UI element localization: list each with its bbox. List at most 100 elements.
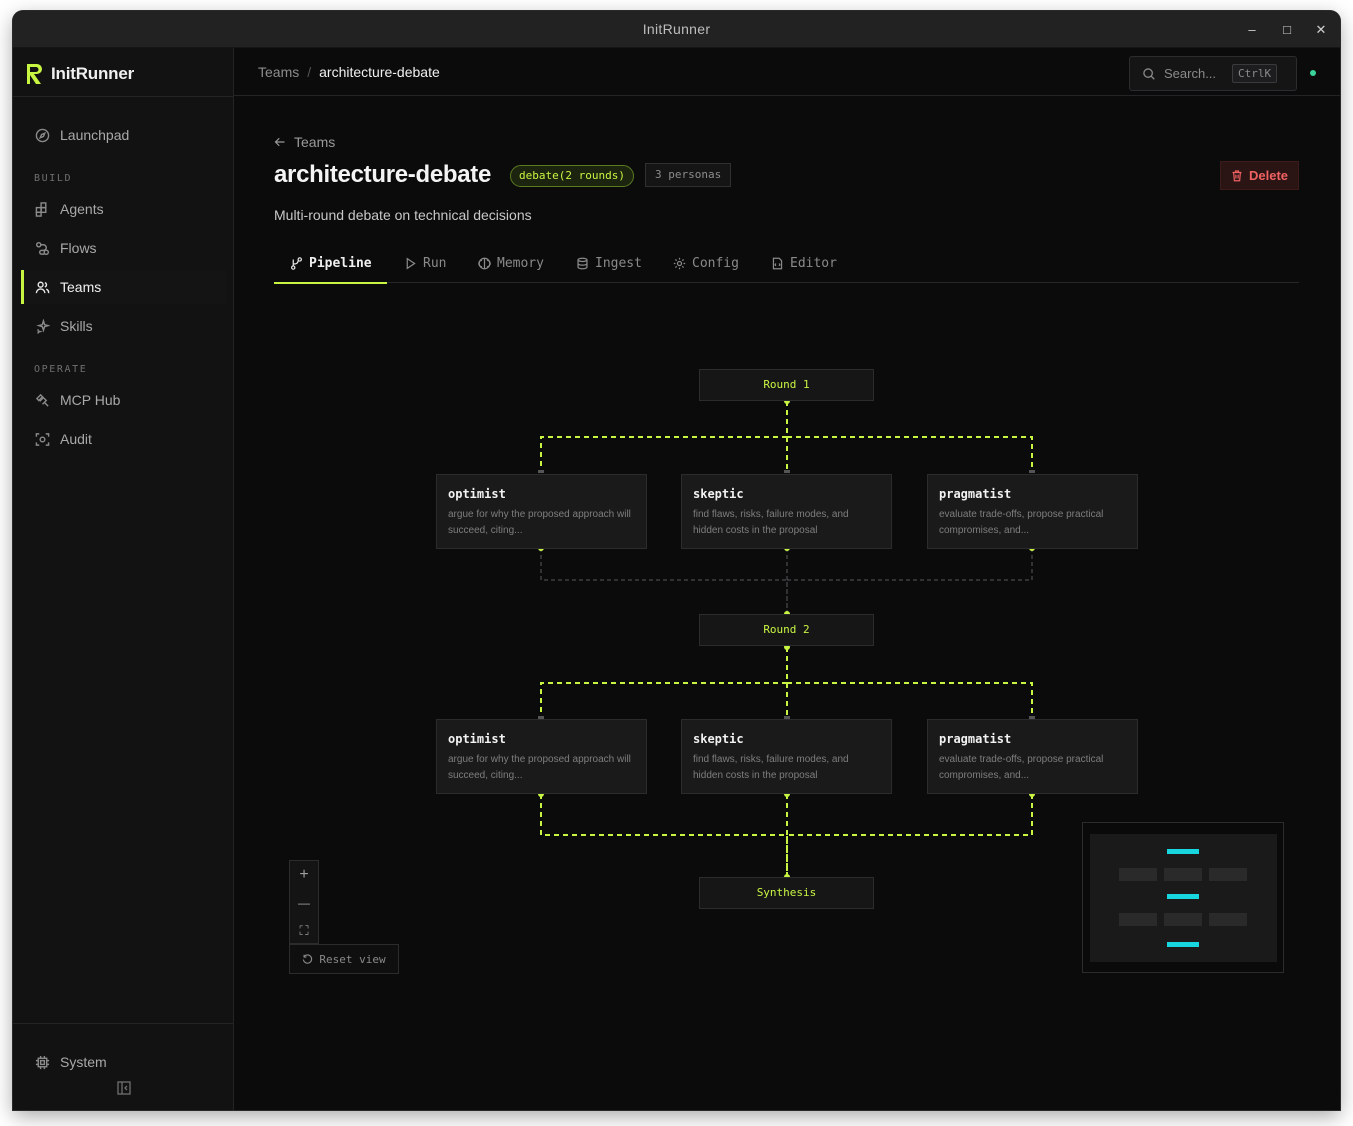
tab-label: Run bbox=[423, 256, 447, 271]
tab-run[interactable]: Run bbox=[404, 244, 446, 283]
rotate-icon bbox=[303, 953, 313, 964]
breadcrumb-parent[interactable]: Teams bbox=[258, 64, 300, 80]
teams-icon bbox=[35, 281, 50, 293]
handle-target bbox=[538, 470, 544, 473]
divider bbox=[13, 1023, 233, 1024]
edge-optimist-round2 bbox=[540, 548, 788, 614]
editor-icon bbox=[772, 257, 783, 270]
fit-view-button[interactable]: ⛶ bbox=[299, 922, 309, 938]
memory-icon bbox=[478, 257, 491, 270]
minimize-button[interactable]: – bbox=[1248, 22, 1256, 37]
minimap-round bbox=[1167, 849, 1199, 854]
tab-editor[interactable]: Editor bbox=[771, 244, 837, 283]
logo-icon bbox=[27, 64, 42, 84]
search-placeholder: Search... bbox=[1164, 66, 1217, 81]
title-bar: InitRunner – □ ✕ bbox=[13, 11, 1340, 48]
page-subtitle: Multi-round debate on technical decision… bbox=[274, 207, 532, 223]
persona-node-skeptic[interactable]: skeptic find flaws, risks, failure modes… bbox=[681, 474, 892, 549]
sidebar: InitRunner Launchpad BUILD Agents Flows … bbox=[13, 48, 234, 1110]
sidebar-item-system[interactable]: System bbox=[21, 1045, 226, 1079]
tab-memory[interactable]: Memory bbox=[478, 244, 544, 283]
persona-description: evaluate trade-offs, propose practical c… bbox=[939, 509, 1104, 536]
edge-pragmatist-round2 bbox=[786, 548, 1033, 614]
synthesis-node[interactable]: Synthesis bbox=[699, 877, 874, 909]
edge-round2-pragmatist bbox=[786, 647, 1033, 719]
personas-badge: 3 personas bbox=[645, 163, 732, 187]
sidebar-item-label: Launchpad bbox=[60, 127, 130, 143]
persona-node-pragmatist[interactable]: pragmatist evaluate trade-offs, propose … bbox=[927, 474, 1138, 549]
tab-bar: Pipeline Run Memory Ingest Config Editor bbox=[274, 244, 1299, 284]
persona-node-optimist[interactable]: optimist argue for why the proposed appr… bbox=[436, 719, 647, 794]
persona-node-skeptic[interactable]: skeptic find flaws, risks, failure modes… bbox=[681, 719, 892, 794]
pipeline-icon bbox=[291, 257, 302, 270]
persona-name: optimist bbox=[448, 732, 506, 746]
minimap-node bbox=[1119, 913, 1157, 926]
minimap-round bbox=[1167, 942, 1199, 947]
ingest-icon bbox=[577, 257, 588, 270]
minimap-viewport[interactable] bbox=[1090, 834, 1277, 962]
trash-icon bbox=[1232, 170, 1242, 182]
sidebar-item-label: Audit bbox=[60, 431, 92, 447]
sidebar-item-teams[interactable]: Teams bbox=[21, 270, 226, 304]
audit-icon bbox=[35, 432, 50, 446]
sidebar-item-launchpad[interactable]: Launchpad bbox=[21, 118, 226, 152]
sidebar-item-skills[interactable]: Skills bbox=[21, 309, 226, 343]
reset-view-button[interactable]: Reset view bbox=[289, 944, 399, 974]
persona-node-optimist[interactable]: optimist argue for why the proposed appr… bbox=[436, 474, 647, 549]
sidebar-item-flows[interactable]: Flows bbox=[21, 231, 226, 265]
breadcrumb: Teams / architecture-debate bbox=[258, 64, 440, 80]
persona-name: skeptic bbox=[693, 487, 744, 501]
edge-pragmatist-synthesis bbox=[786, 794, 1033, 877]
collapse-sidebar-icon[interactable] bbox=[116, 1080, 132, 1096]
top-bar: Teams / architecture-debate Search... Ct… bbox=[234, 48, 1340, 96]
config-icon bbox=[673, 257, 686, 270]
cpu-icon bbox=[35, 1055, 50, 1069]
run-icon bbox=[406, 257, 416, 270]
strategy-badge: debate(2 rounds) bbox=[510, 165, 634, 187]
search-icon bbox=[1143, 67, 1155, 80]
brand[interactable]: InitRunner bbox=[25, 62, 134, 86]
sidebar-item-label: Agents bbox=[60, 201, 104, 217]
minimap-node bbox=[1164, 868, 1202, 881]
tab-config[interactable]: Config bbox=[673, 244, 739, 283]
close-button[interactable]: ✕ bbox=[1315, 22, 1327, 37]
handle-target bbox=[538, 716, 544, 719]
sidebar-item-mcp-hub[interactable]: MCP Hub bbox=[21, 383, 226, 417]
status-indicator bbox=[1310, 70, 1316, 76]
tab-label: Editor bbox=[790, 256, 837, 271]
persona-name: optimist bbox=[448, 487, 506, 501]
round-node[interactable]: Round 1 bbox=[699, 369, 874, 401]
mcp-hub-icon bbox=[35, 393, 49, 407]
search-shortcut: CtrlK bbox=[1232, 64, 1278, 83]
zoom-in-button[interactable]: + bbox=[299, 865, 309, 883]
tab-label: Memory bbox=[497, 256, 544, 271]
minimap[interactable] bbox=[1082, 822, 1284, 973]
handle-target bbox=[784, 470, 790, 473]
arrow-left-icon bbox=[274, 137, 285, 147]
persona-name: pragmatist bbox=[939, 487, 1012, 501]
sidebar-item-agents[interactable]: Agents bbox=[21, 192, 226, 226]
persona-description: argue for why the proposed approach will… bbox=[448, 509, 631, 536]
minimap-node bbox=[1209, 868, 1247, 881]
search-input[interactable]: Search... CtrlK bbox=[1129, 56, 1297, 91]
breadcrumb-current: architecture-debate bbox=[319, 64, 440, 80]
round-node[interactable]: Round 2 bbox=[699, 614, 874, 646]
handle-target bbox=[784, 716, 790, 719]
zoom-controls: + — ⛶ bbox=[289, 860, 319, 944]
delete-button[interactable]: Delete bbox=[1220, 161, 1299, 190]
tab-pipeline[interactable]: Pipeline bbox=[274, 244, 387, 284]
handle-target bbox=[1029, 470, 1035, 473]
edge-round1-pragmatist bbox=[786, 401, 1033, 473]
edge-optimist-synthesis bbox=[540, 794, 788, 877]
persona-node-pragmatist[interactable]: pragmatist evaluate trade-offs, propose … bbox=[927, 719, 1138, 794]
maximize-button[interactable]: □ bbox=[1283, 22, 1291, 37]
divider bbox=[13, 96, 233, 97]
zoom-out-button[interactable]: — bbox=[298, 895, 310, 910]
back-link[interactable]: Teams bbox=[274, 134, 335, 150]
tab-ingest[interactable]: Ingest bbox=[576, 244, 642, 283]
sidebar-item-audit[interactable]: Audit bbox=[21, 422, 226, 456]
persona-name: skeptic bbox=[693, 732, 744, 746]
persona-name: pragmatist bbox=[939, 732, 1012, 746]
